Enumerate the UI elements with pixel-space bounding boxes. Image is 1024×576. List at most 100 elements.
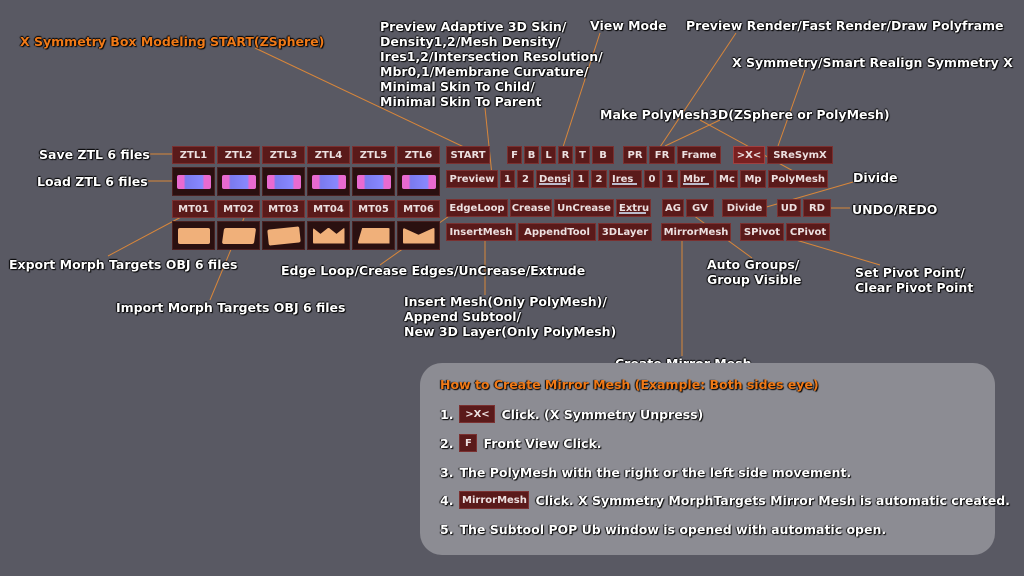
ires-1-button[interactable]: 1: [662, 170, 678, 188]
mirror-mesh-button[interactable]: MirrorMesh: [661, 223, 731, 241]
ztl3-thumbnail[interactable]: [262, 167, 305, 196]
howto-step: 1. >X< Click. (X Symmetry Unpress): [440, 404, 703, 424]
ires-0-button[interactable]: 0: [644, 170, 660, 188]
append-tool-button[interactable]: AppendTool: [518, 223, 596, 241]
ztl5-thumbnail[interactable]: [352, 167, 395, 196]
howto-step: 3. The PolyMesh with the right or the le…: [440, 462, 851, 482]
set-pivot-button[interactable]: SPivot: [740, 223, 784, 241]
start-button[interactable]: START: [446, 146, 490, 164]
mt03-button[interactable]: MT03: [262, 200, 305, 218]
step-text: Click. X Symmetry MorphTargets Mirror Me…: [535, 492, 1010, 508]
ires-slider[interactable]: Ires: [609, 170, 642, 188]
annotation-x-symmetry-realign: X Symmetry/Smart Realign Symmetry X: [732, 55, 1013, 70]
annotation-insert-mesh-line: Insert Mesh(Only PolyMesh)/: [404, 294, 607, 309]
density-1-button[interactable]: 1: [573, 170, 589, 188]
insert-mesh-button[interactable]: InsertMesh: [446, 223, 516, 241]
howto-panel: How to Create Mirror Mesh (Example: Both…: [420, 363, 1010, 555]
mt02-thumbnail[interactable]: [217, 221, 260, 250]
mt05-thumbnail[interactable]: [352, 221, 395, 250]
x-symmetry-button[interactable]: >X<: [733, 146, 765, 164]
smart-resym-x-button[interactable]: SReSymX: [767, 146, 833, 164]
view-right-button[interactable]: R: [558, 146, 573, 164]
ztl6-button[interactable]: ZTL6: [397, 146, 440, 164]
view-left-button[interactable]: L: [541, 146, 556, 164]
ztl2-button[interactable]: ZTL2: [217, 146, 260, 164]
minimal-skin-parent-button[interactable]: Mp: [740, 170, 766, 188]
mesh-preview-icon: [311, 174, 346, 189]
mbr-slider[interactable]: Mbr: [680, 170, 714, 188]
edge-loop-button[interactable]: EdgeLoop: [446, 199, 508, 217]
ztl5-button[interactable]: ZTL5: [352, 146, 395, 164]
ztl4-button[interactable]: ZTL4: [307, 146, 350, 164]
preview-1-button[interactable]: 1: [500, 170, 515, 188]
mt04-thumbnail[interactable]: [307, 221, 350, 250]
mt06-thumbnail[interactable]: [397, 221, 440, 250]
group-visible-button[interactable]: GV: [686, 199, 714, 217]
annotation-set-pivot-line: Clear Pivot Point: [855, 280, 974, 295]
undo-button[interactable]: UD: [777, 199, 801, 217]
annotation-import-morph: Import Morph Targets OBJ 6 files: [116, 300, 346, 315]
annotation-insert-mesh: Insert Mesh(Only PolyMesh)/ Append Subto…: [404, 294, 616, 339]
step-text: The Subtool POP Ub window is opened with…: [459, 521, 887, 537]
mt01-button[interactable]: MT01: [172, 200, 215, 218]
step-text: Front View Click.: [483, 435, 602, 451]
uncrease-button[interactable]: UnCrease: [554, 199, 614, 217]
annotation-undo-redo: UNDO/REDO: [852, 202, 938, 217]
x-symmetry-chip: >X<: [459, 405, 496, 423]
annotation-edge-loop: Edge Loop/Crease Edges/UnCrease/Extrude: [281, 263, 586, 278]
ztl2-thumbnail[interactable]: [217, 167, 260, 196]
annotation-preview-render: Preview Render/Fast Render/Draw Polyfram…: [686, 18, 1004, 33]
mt04-button[interactable]: MT04: [307, 200, 350, 218]
ztl4-thumbnail[interactable]: [307, 167, 350, 196]
extrude-slider[interactable]: Extru: [616, 199, 651, 217]
step-text: The PolyMesh with the right or the left …: [459, 464, 852, 480]
view-back-button[interactable]: B: [524, 146, 539, 164]
annotation-view-mode: View Mode: [590, 18, 667, 33]
minimal-skin-child-button[interactable]: Mc: [716, 170, 738, 188]
auto-groups-button[interactable]: AG: [662, 199, 684, 217]
ztl6-thumbnail[interactable]: [397, 167, 440, 196]
density-2-button[interactable]: 2: [591, 170, 607, 188]
ztl3-button[interactable]: ZTL3: [262, 146, 305, 164]
redo-button[interactable]: RD: [803, 199, 831, 217]
annotation-preview-line: Preview Adaptive 3D Skin/: [380, 19, 567, 34]
divide-button[interactable]: Divide: [722, 199, 767, 217]
view-front-button[interactable]: F: [507, 146, 522, 164]
mt06-button[interactable]: MT06: [397, 200, 440, 218]
layer-3d-button[interactable]: 3DLayer: [598, 223, 652, 241]
mt02-button[interactable]: MT02: [217, 200, 260, 218]
mt01-thumbnail[interactable]: [172, 221, 215, 250]
mt03-thumbnail[interactable]: [262, 221, 305, 250]
mesh-preview-icon: [356, 174, 391, 189]
view-bottom-button[interactable]: B: [592, 146, 614, 164]
annotation-set-pivot: Set Pivot Point/ Clear Pivot Point: [855, 265, 973, 295]
preview-2-button[interactable]: 2: [517, 170, 534, 188]
mesh-preview-icon: [401, 174, 436, 189]
morph-preview-icon: [402, 227, 435, 244]
step-number: 1.: [440, 406, 454, 422]
mt05-button[interactable]: MT05: [352, 200, 395, 218]
preview-render-button[interactable]: PR: [623, 146, 647, 164]
annotation-set-pivot-line: Set Pivot Point/: [855, 265, 965, 280]
annotation-insert-mesh-line: Append Subtool/: [404, 309, 522, 324]
ztl1-thumbnail[interactable]: [172, 167, 215, 196]
step-number: 2.: [440, 435, 454, 451]
fast-render-button[interactable]: FR: [649, 146, 675, 164]
density-slider[interactable]: Densi: [536, 170, 571, 188]
ztl1-button[interactable]: ZTL1: [172, 146, 215, 164]
step-number: 5.: [440, 521, 454, 537]
annotation-preview-line: Minimal Skin To Parent: [380, 94, 542, 109]
preview-button[interactable]: Preview: [446, 170, 498, 188]
mirror-mesh-chip: MirrorMesh: [459, 491, 530, 509]
step-number: 4.: [440, 492, 454, 508]
annotation-preview-line: Minimal Skin To Child/: [380, 79, 535, 94]
morph-preview-icon: [266, 225, 301, 246]
annotation-load-ztl: Load ZTL 6 files: [37, 174, 148, 189]
frame-button[interactable]: Frame: [677, 146, 721, 164]
annotation-auto-groups: Auto Groups/ Group Visible: [707, 257, 801, 287]
view-top-button[interactable]: T: [575, 146, 590, 164]
make-polymesh-button[interactable]: PolyMesh: [768, 170, 828, 188]
clear-pivot-button[interactable]: CPivot: [786, 223, 830, 241]
morph-preview-icon: [357, 227, 390, 244]
crease-button[interactable]: Crease: [510, 199, 552, 217]
